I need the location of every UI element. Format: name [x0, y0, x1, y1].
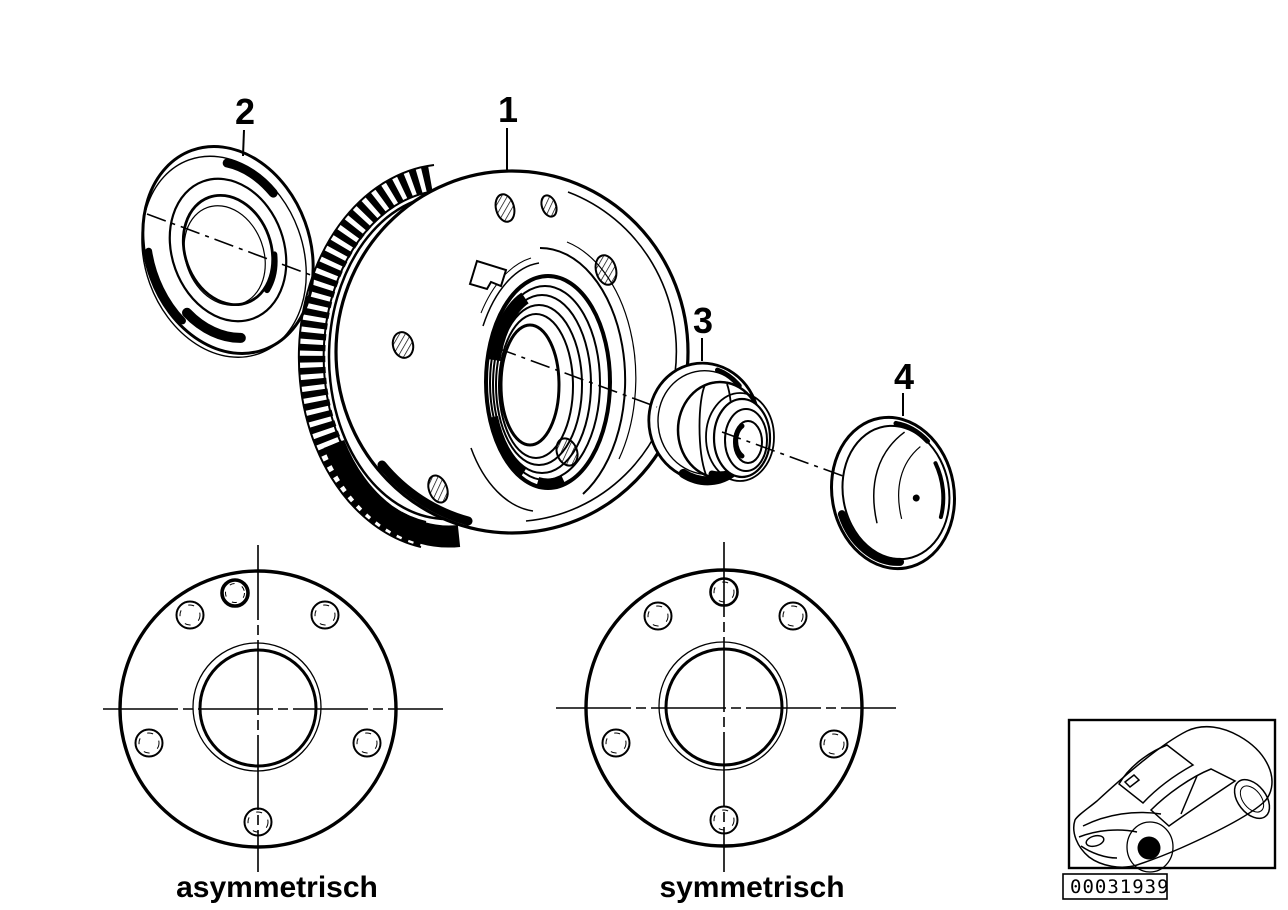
part-labels: 2 1 3 4 — [235, 89, 914, 397]
bolt-holes-asymmetric — [134, 578, 382, 837]
image-number: 00031939 — [1070, 876, 1170, 898]
flange-symmetric: symmetrisch — [556, 542, 896, 904]
leader-2 — [242, 129, 245, 157]
car-thumbnail-box — [1067, 718, 1277, 873]
car-body-outline — [1073, 725, 1273, 868]
front-wheel-marker — [1137, 836, 1161, 860]
image-number-box: 00031939 — [1062, 873, 1170, 900]
car-front-wheel-arch — [1126, 821, 1174, 873]
centered-top-hole — [709, 577, 739, 607]
car-rear-wheel — [1233, 778, 1271, 820]
car-icon — [1073, 725, 1273, 873]
part-label-4: 4 — [894, 356, 914, 397]
crosshair-symmetric — [556, 542, 896, 872]
part-label-1: 1 — [498, 89, 518, 130]
axis-centerline — [146, 213, 844, 477]
part-leader-lines — [242, 128, 904, 416]
part-label-2: 2 — [235, 91, 255, 132]
hub-step-mark — [468, 259, 508, 291]
crosshair-asymmetric — [103, 545, 443, 872]
part-2-seal — [141, 145, 315, 358]
part-label-3: 3 — [693, 300, 713, 341]
car-side-window — [1149, 768, 1237, 827]
part-3-nut — [647, 361, 775, 486]
part-1-hub — [334, 169, 690, 535]
flange-asymmetric: asymmetrisch — [103, 545, 443, 904]
flange-caption-asymmetric: asymmetrisch — [176, 871, 378, 904]
hub-bolt-holes — [391, 193, 618, 504]
bolt-holes-symmetric — [601, 577, 849, 835]
offset-top-hole — [220, 578, 250, 608]
part-4-cap — [829, 415, 957, 571]
car-windshield — [1118, 744, 1195, 805]
flange-caption-symmetric: symmetrisch — [659, 871, 844, 904]
car-mirror — [1123, 774, 1141, 788]
car-grille — [1085, 834, 1105, 848]
